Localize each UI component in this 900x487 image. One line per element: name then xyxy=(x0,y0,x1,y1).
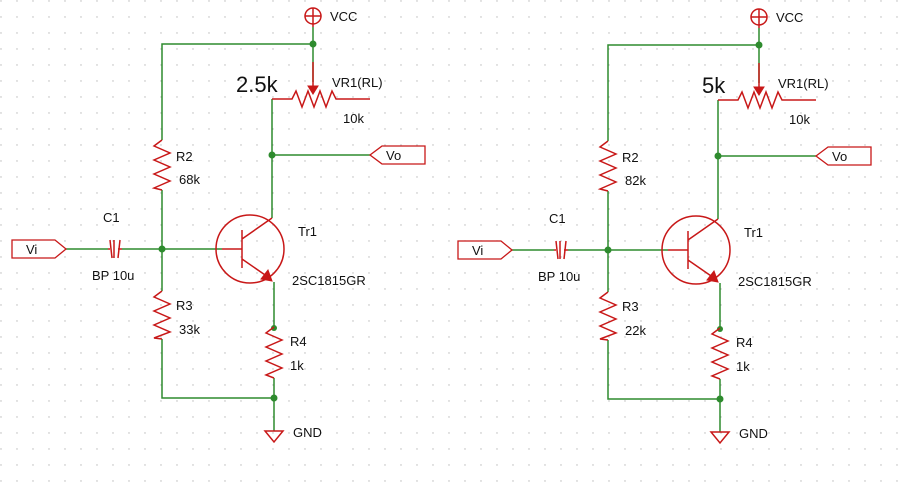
rl-setting-label: 5k xyxy=(702,73,726,98)
vcc-symbol: VCC xyxy=(750,8,803,28)
junction xyxy=(717,326,723,332)
junction xyxy=(714,152,722,160)
vo-label: Vo xyxy=(386,148,401,163)
vi-label: Vi xyxy=(472,243,483,258)
vr1-value: 10k xyxy=(789,112,810,127)
c1-capacitor[interactable]: C1 BP 10u xyxy=(538,211,580,284)
r4-value: 1k xyxy=(290,358,304,373)
r4-name: R4 xyxy=(290,334,307,349)
junction xyxy=(604,246,612,254)
r2-value: 82k xyxy=(625,173,646,188)
junction xyxy=(270,394,278,402)
gnd-symbol: GND xyxy=(263,425,322,444)
r4-value: 1k xyxy=(736,359,750,374)
junction xyxy=(268,151,276,159)
r2-name: R2 xyxy=(622,150,639,165)
r3-resistor[interactable]: R3 22k xyxy=(598,291,646,341)
tr1-transistor[interactable]: Tr1 2SC1815GR xyxy=(215,214,366,288)
junction xyxy=(716,395,724,403)
vr1-value: 10k xyxy=(343,111,364,126)
r3-name: R3 xyxy=(622,299,639,314)
wires xyxy=(64,27,370,431)
junction xyxy=(271,325,277,331)
r3-value: 33k xyxy=(179,322,200,337)
vo-port[interactable]: Vo xyxy=(814,146,872,166)
c1-value: BP 10u xyxy=(92,268,134,283)
vr1-potentiometer[interactable]: 5k VR1(RL) 10k xyxy=(702,63,829,127)
r3-resistor[interactable]: R3 33k xyxy=(152,290,200,340)
vcc-symbol: VCC xyxy=(304,7,357,27)
rl-setting-label: 2.5k xyxy=(236,72,279,97)
schematic-right: VCC 5k VR1(RL) 10k Vo R2 82k R3 22k R4 xyxy=(457,8,872,445)
tr1-name: Tr1 xyxy=(298,224,317,239)
vr1-name: VR1(RL) xyxy=(332,75,383,90)
tr1-part: 2SC1815GR xyxy=(738,274,812,289)
vi-port[interactable]: Vi xyxy=(457,240,514,260)
r2-value: 68k xyxy=(179,172,200,187)
vr1-potentiometer[interactable]: 2.5k VR1(RL) 10k xyxy=(236,62,383,126)
r3-name: R3 xyxy=(176,298,193,313)
r2-resistor[interactable]: R2 82k xyxy=(597,140,646,192)
tr1-transistor[interactable]: Tr1 2SC1815GR xyxy=(661,215,812,289)
gnd-label: GND xyxy=(739,426,768,441)
vcc-label: VCC xyxy=(330,9,357,24)
r4-resistor[interactable]: R4 1k xyxy=(710,327,753,380)
c1-value: BP 10u xyxy=(538,269,580,284)
r3-value: 22k xyxy=(625,323,646,338)
c1-name: C1 xyxy=(103,210,120,225)
junction xyxy=(158,245,166,253)
vr1-name: VR1(RL) xyxy=(778,76,829,91)
r2-name: R2 xyxy=(176,149,193,164)
c1-name: C1 xyxy=(549,211,566,226)
tr1-name: Tr1 xyxy=(744,225,763,240)
gnd-symbol: GND xyxy=(709,426,768,445)
junction xyxy=(755,41,763,49)
gnd-label: GND xyxy=(293,425,322,440)
junction xyxy=(309,40,317,48)
vo-label: Vo xyxy=(832,149,847,164)
tr1-part: 2SC1815GR xyxy=(292,273,366,288)
vcc-label: VCC xyxy=(776,10,803,25)
vi-port[interactable]: Vi xyxy=(11,239,68,259)
r2-resistor[interactable]: R2 68k xyxy=(151,139,200,191)
vo-port[interactable]: Vo xyxy=(368,145,426,165)
r4-resistor[interactable]: R4 1k xyxy=(264,326,307,379)
c1-capacitor[interactable]: C1 BP 10u xyxy=(92,210,134,283)
r4-name: R4 xyxy=(736,335,753,350)
schematic-left: VCC 2.5k VR1(RL) 10k Vo R2 68k R3 33k xyxy=(11,7,426,444)
vi-label: Vi xyxy=(26,242,37,257)
